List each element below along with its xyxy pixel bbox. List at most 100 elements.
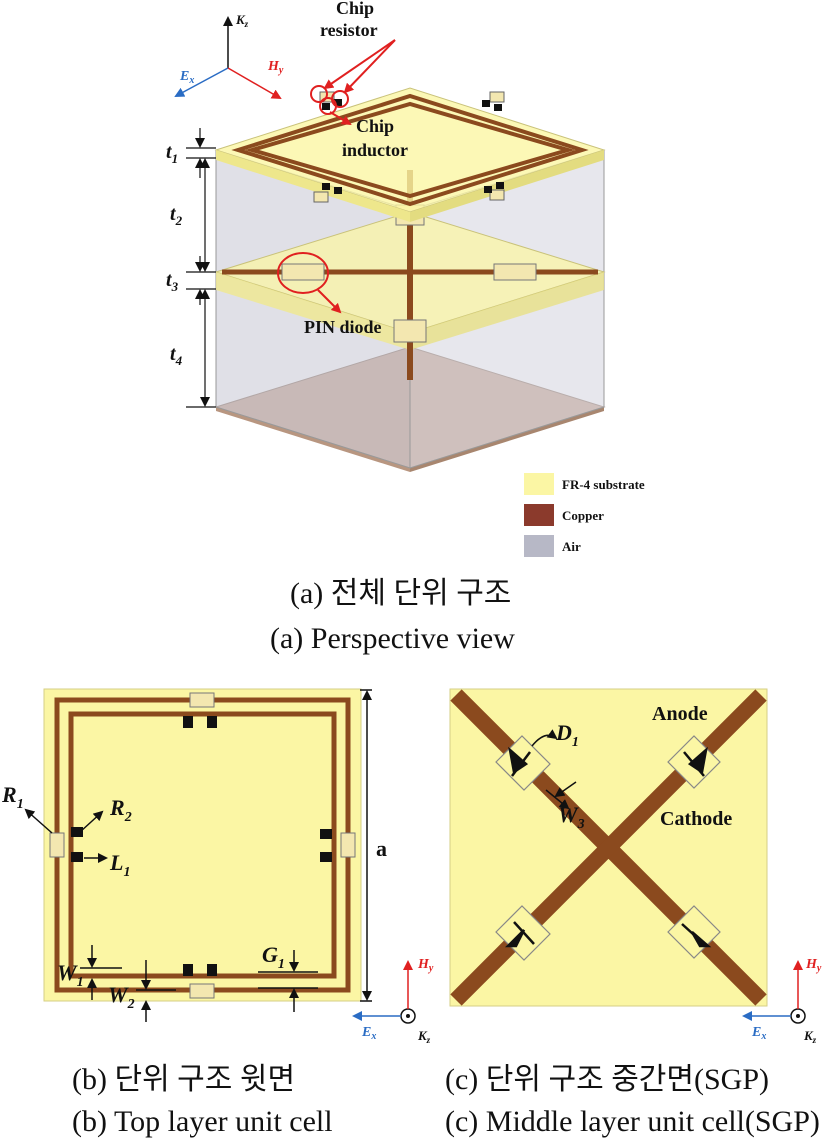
inductor-bottom-2 <box>207 964 217 976</box>
thickness-dimensions <box>186 128 216 408</box>
resistor-pad-top <box>189 692 215 708</box>
chip-pad-bottom-right <box>489 189 505 201</box>
copper-diagonal-2 <box>450 689 767 1006</box>
chip-pad-top-right <box>489 91 505 103</box>
material-legend: FR-4 substrate Copper Air <box>524 473 645 557</box>
top-layer-substrate <box>43 688 362 1002</box>
chip-inductor-3 <box>482 100 490 107</box>
inductor-top-1 <box>183 716 193 728</box>
ex-axis-arrow <box>174 67 229 97</box>
ground-plane-side-right <box>410 407 604 472</box>
hy-axis-arrow <box>227 67 282 99</box>
chip-inductor-6 <box>334 187 342 194</box>
legend-swatch-copper <box>524 504 554 526</box>
l1-label: L1 <box>109 850 130 880</box>
t4-label: t4 <box>170 343 183 368</box>
pin-diode-2 <box>493 263 537 281</box>
resistor-arrow-2 <box>343 39 396 94</box>
inductor-arrow <box>329 111 352 126</box>
hy-label-b: Hy <box>417 957 434 974</box>
legend-swatch-fr4 <box>524 473 554 495</box>
caption-a-korean: (a) 전체 단위 구조 <box>290 577 511 610</box>
top-substrate-edge-l <box>216 150 410 222</box>
kz-label-c: Kz <box>803 1028 817 1045</box>
diode-symbols <box>504 746 712 948</box>
chip-resistor-label-2: resistor <box>320 20 378 40</box>
middle-layer-dimension-lines <box>531 729 577 810</box>
hy-axis-label: Hy <box>267 59 284 76</box>
perspective-axis-triad: Kz Ex Hy <box>174 12 284 99</box>
r1-label: R1 <box>1 782 24 812</box>
caption-b-english: (b) Top layer unit cell <box>72 1105 333 1138</box>
ground-plane-side-left <box>216 407 410 472</box>
chip-inductor-label-2: inductor <box>342 140 408 160</box>
t3-label: t3 <box>166 269 179 294</box>
inductor-left-1 <box>71 827 83 837</box>
middle-layer-view: D1 W3 Anode Cathode Hy Ex Kz (c) 단위 구조 중… <box>445 688 822 1138</box>
pin-diode-4 <box>393 319 427 343</box>
diode-1-icon <box>508 746 529 775</box>
top-layer-dimension-lines <box>24 689 372 1022</box>
pin-diode-label: PIN diode <box>304 317 382 337</box>
resistor-pad-bottom <box>189 983 215 999</box>
d1-label: D1 <box>555 720 579 750</box>
chip-inductor-2 <box>334 99 342 106</box>
pin-diode-1 <box>281 263 325 281</box>
pin-diode-arrow <box>317 289 342 314</box>
ex-label-c: Ex <box>751 1025 766 1042</box>
legend-label-copper: Copper <box>562 508 604 523</box>
t2-label: t2 <box>170 203 183 228</box>
top-layer-view: R1 R2 L1 a G1 W1 W2 Hy Ex Kz (b) 단위 구조 윗… <box>1 688 434 1138</box>
anode-label: Anode <box>652 703 708 725</box>
resistor-pad-right <box>340 832 356 858</box>
cathode-label: Cathode <box>660 808 732 830</box>
resistor-highlight-3 <box>331 90 349 108</box>
chip-pad-bottom-left <box>313 191 329 203</box>
top-layer-axis: Hy Ex Kz <box>352 957 434 1045</box>
t1-label: t1 <box>166 141 178 166</box>
ex-axis-label: Ex <box>179 69 194 86</box>
w1-label: W1 <box>57 960 84 990</box>
top-copper-loop-inner <box>244 101 576 199</box>
top-substrate-edge-r <box>410 150 604 222</box>
top-copper-loop-outer <box>231 93 589 207</box>
resistor-pad-left <box>49 832 65 858</box>
chip-resistor-label-1: Chip <box>336 0 374 18</box>
inductor-bottom-1 <box>183 964 193 976</box>
caption-c-english: (c) Middle layer unit cell(SGP) <box>445 1105 820 1138</box>
a-dimension-label: a <box>376 836 387 861</box>
legend-label-air: Air <box>562 539 581 554</box>
chip-inductor-1 <box>322 103 330 110</box>
chip-inductor-label-1: Chip <box>356 116 394 136</box>
inductor-right-2 <box>320 852 332 862</box>
w2-label: W2 <box>108 982 135 1012</box>
hy-label-c: Hy <box>805 957 822 974</box>
chip-inductor-4 <box>494 104 502 111</box>
kz-axis-label: Kz <box>235 12 249 29</box>
middle-layer-axis: Hy Ex Kz <box>742 957 822 1045</box>
ex-label-b: Ex <box>361 1025 376 1042</box>
inductor-top-2 <box>207 716 217 728</box>
chip-inductor-8 <box>496 182 504 189</box>
pin-diode-highlight <box>277 252 329 294</box>
chip-inductor-7 <box>484 186 492 193</box>
caption-b-korean: (b) 단위 구조 윗면 <box>72 1063 295 1096</box>
legend-swatch-air <box>524 535 554 557</box>
g1-label: G1 <box>262 942 285 972</box>
w3-label: W3 <box>558 802 585 832</box>
inductor-left-2 <box>71 852 83 862</box>
resistor-highlight-1 <box>310 85 328 103</box>
caption-a-english: (a) Perspective view <box>270 622 515 655</box>
legend-label-fr4: FR-4 substrate <box>562 477 645 492</box>
middle-substrate-edge-l <box>216 272 410 350</box>
top-inner-copper-ring <box>68 711 337 979</box>
kz-label-b: Kz <box>417 1028 431 1045</box>
r2-label: R2 <box>109 795 132 825</box>
middle-substrate-edge-r <box>410 272 604 350</box>
caption-c-korean: (c) 단위 구조 중간면(SGP) <box>445 1063 769 1096</box>
inductor-right-1 <box>320 829 332 839</box>
diode-3-icon <box>504 929 526 948</box>
chip-inductor-5 <box>322 183 330 190</box>
